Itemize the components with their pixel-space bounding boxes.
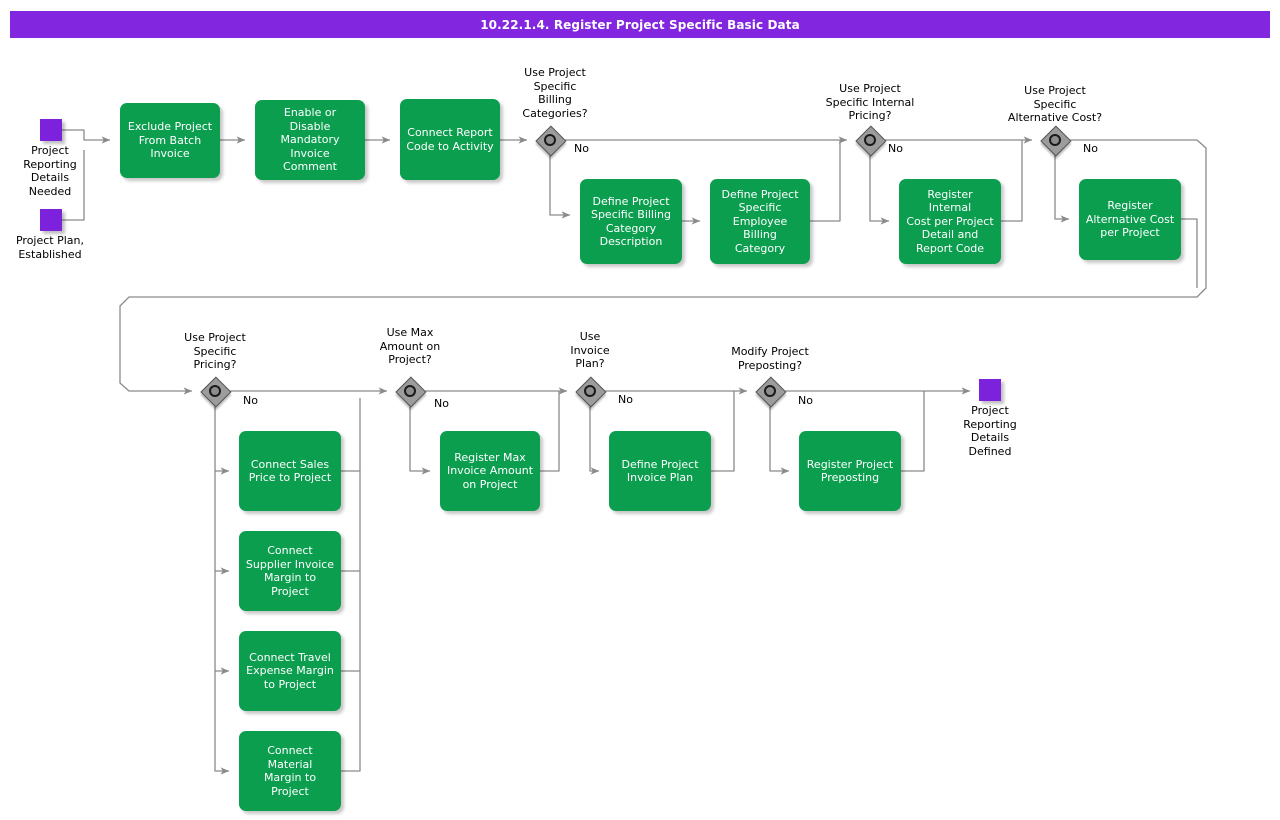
task-register-max-invoice-amount-on-project[interactable]: Register Max Invoice Amount on Project bbox=[440, 431, 540, 511]
task-register-project-preposting[interactable]: Register Project Preposting bbox=[799, 431, 901, 511]
edge-label-no-7: No bbox=[798, 394, 813, 407]
gateway-label-use-project-specific-alternative-cost: Use Project Specific Alternative Cost? bbox=[1007, 84, 1103, 124]
task-connect-travel-expense-margin-to-project[interactable]: Connect Travel Expense Margin to Project bbox=[239, 631, 341, 711]
task-label: Register Internal Cost per Project Detai… bbox=[906, 187, 994, 255]
task-connect-report-code-to-activity[interactable]: Connect Report Code to Activity bbox=[400, 99, 500, 180]
end-event-label-1: Project Reporting Details Defined bbox=[963, 404, 1017, 458]
edge-label-no-5: No bbox=[434, 397, 449, 410]
task-connect-material-margin-to-project[interactable]: Connect Material Margin to Project bbox=[239, 731, 341, 811]
gateway-use-invoice-plan[interactable] bbox=[575, 376, 607, 408]
task-exclude-project-from-batch-invoice[interactable]: Exclude Project From Batch Invoice bbox=[120, 103, 220, 178]
task-connect-supplier-invoice-margin-to-project[interactable]: Connect Supplier Invoice Margin to Proje… bbox=[239, 531, 341, 611]
task-label: Connect Sales Price to Project bbox=[248, 457, 332, 485]
gateway-use-project-specific-internal-pricing[interactable] bbox=[855, 125, 887, 157]
gateway-label-modify-project-preposting: Modify Project Preposting? bbox=[731, 345, 809, 372]
gateway-circle-icon bbox=[209, 385, 221, 397]
gateway-circle-icon bbox=[584, 385, 596, 397]
task-enable-or-disable-mandatory-invoice-comment[interactable]: Enable or Disable Mandatory Invoice Comm… bbox=[255, 100, 365, 180]
edge-label-no-1: No bbox=[574, 142, 589, 155]
gateway-label-use-project-specific-pricing: Use Project Specific Pricing? bbox=[184, 331, 246, 371]
gateway-circle-icon bbox=[764, 385, 776, 397]
gateway-circle-icon bbox=[864, 134, 876, 146]
gateway-use-project-specific-alternative-cost[interactable] bbox=[1040, 125, 1072, 157]
task-connect-sales-price-to-project[interactable]: Connect Sales Price to Project bbox=[239, 431, 341, 511]
task-label: Connect Report Code to Activity bbox=[406, 126, 494, 153]
gateway-label-use-project-specific-internal-pricing: Use Project Specific Internal Pricing? bbox=[825, 82, 915, 122]
gateway-use-project-specific-billing-categories[interactable] bbox=[535, 125, 567, 157]
task-label: Register Alternative Cost per Project bbox=[1085, 199, 1175, 240]
task-label: Define Project Specific Billing Category… bbox=[590, 194, 672, 249]
gateway-modify-project-preposting[interactable] bbox=[755, 376, 787, 408]
start-event-label-1: Project Reporting Details Needed bbox=[23, 144, 77, 198]
start-event-project-reporting-details-needed[interactable] bbox=[40, 119, 62, 141]
task-label: Register Max Invoice Amount on Project bbox=[446, 450, 534, 491]
task-label: Enable or Disable Mandatory Invoice Comm… bbox=[280, 106, 340, 174]
task-register-internal-cost-per-project-detail-and-report-code[interactable]: Register Internal Cost per Project Detai… bbox=[899, 179, 1001, 264]
gateway-circle-icon bbox=[1049, 134, 1061, 146]
page-title: 10.22.1.4. Register Project Specific Bas… bbox=[10, 11, 1270, 38]
task-label: Define Project Specific Employee Billing… bbox=[721, 187, 799, 255]
gateway-label-use-invoice-plan: Use Invoice Plan? bbox=[570, 330, 610, 370]
gateway-label-use-project-specific-billing-categories: Use Project Specific Billing Categories? bbox=[522, 66, 588, 120]
edge-label-no-2: No bbox=[888, 142, 903, 155]
gateway-label-use-max-amount-on-project: Use Max Amount on Project? bbox=[379, 326, 441, 366]
task-label: Register Project Preposting bbox=[806, 457, 894, 485]
start-event-label-2: Project Plan, Established bbox=[15, 234, 85, 261]
task-label: Connect Material Margin to Project bbox=[263, 744, 317, 798]
task-register-alternative-cost-per-project[interactable]: Register Alternative Cost per Project bbox=[1079, 179, 1181, 260]
gateway-use-max-amount-on-project[interactable] bbox=[395, 376, 427, 408]
task-label: Define Project Invoice Plan bbox=[621, 457, 699, 485]
gateway-use-project-specific-pricing[interactable] bbox=[200, 376, 232, 408]
edge-label-no-3: No bbox=[1083, 142, 1098, 155]
start-event-project-plan-established[interactable] bbox=[40, 209, 62, 231]
end-event-project-reporting-details-defined[interactable] bbox=[979, 379, 1001, 401]
task-define-project-invoice-plan[interactable]: Define Project Invoice Plan bbox=[609, 431, 711, 511]
task-label: Connect Travel Expense Margin to Project bbox=[246, 650, 334, 691]
task-label: Connect Supplier Invoice Margin to Proje… bbox=[245, 544, 335, 598]
task-label: Exclude Project From Batch Invoice bbox=[127, 120, 213, 161]
edge-label-no-4: No bbox=[243, 394, 258, 407]
task-define-project-specific-billing-category-description[interactable]: Define Project Specific Billing Category… bbox=[580, 179, 682, 264]
task-define-project-specific-employee-billing-category[interactable]: Define Project Specific Employee Billing… bbox=[710, 179, 810, 264]
edge-label-no-6: No bbox=[618, 393, 633, 406]
gateway-circle-icon bbox=[544, 134, 556, 146]
gateway-circle-icon bbox=[404, 385, 416, 397]
